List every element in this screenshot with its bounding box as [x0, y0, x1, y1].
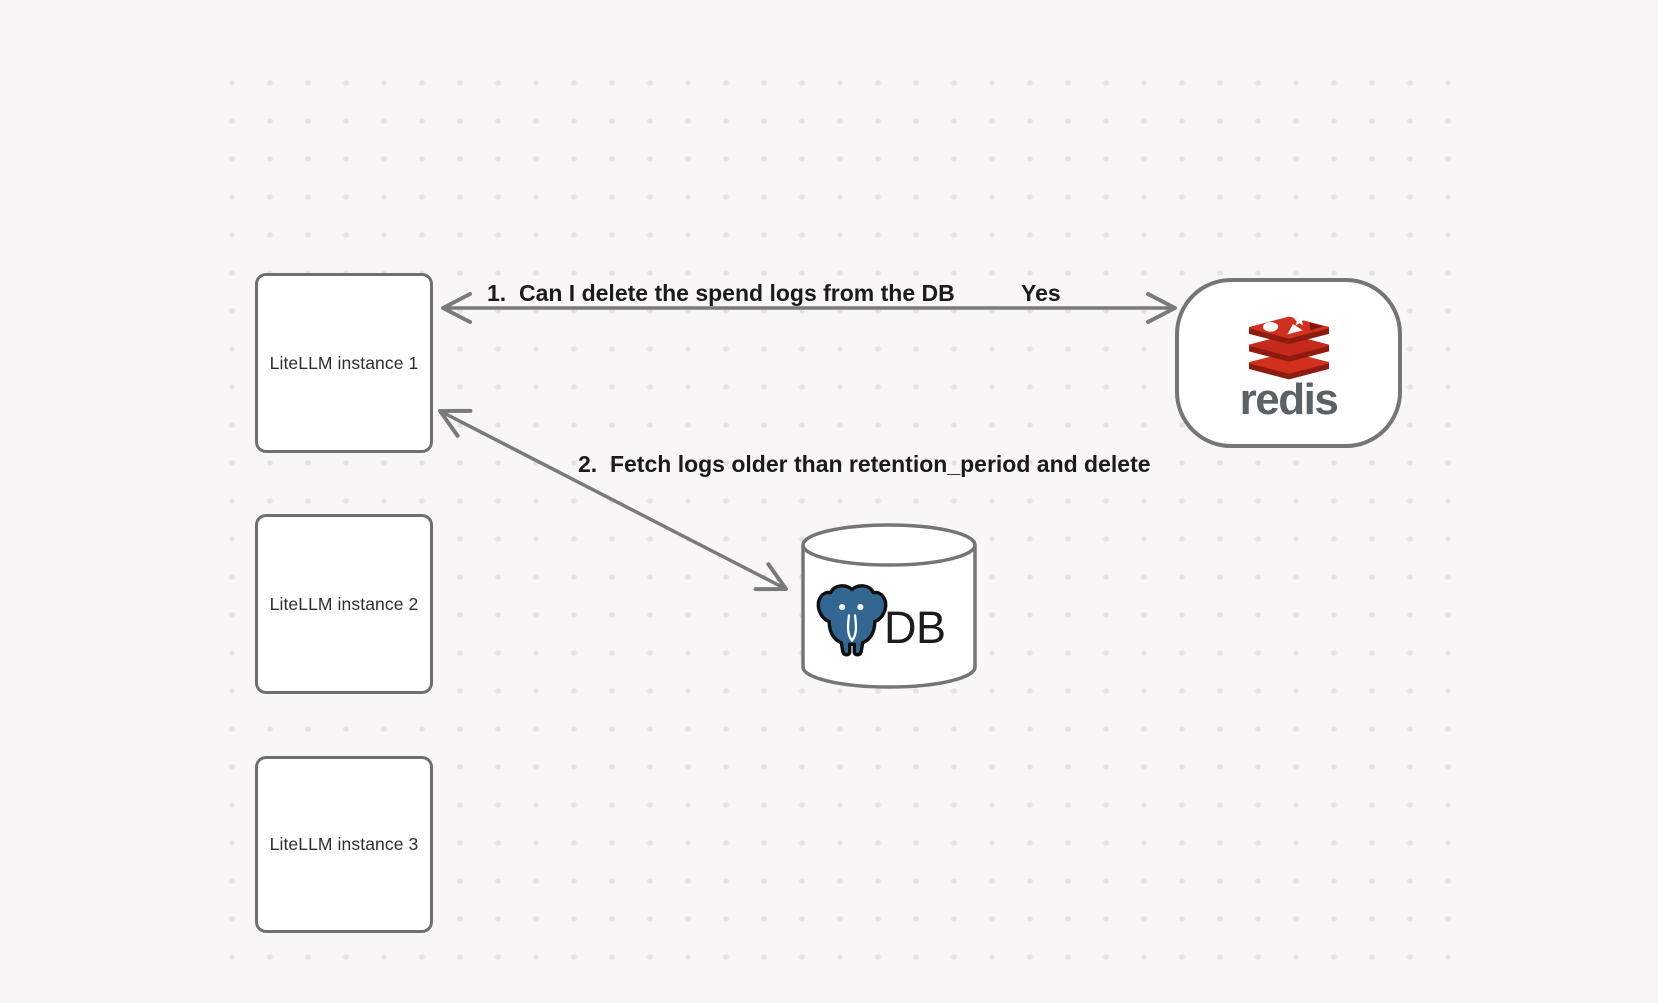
redis-logo-icon: [1248, 314, 1329, 380]
arrow1-question-label[interactable]: 1. Can I delete the spend logs from the …: [487, 280, 955, 306]
node-label: LiteLLM instance 3: [269, 834, 419, 854]
node-litellm-instance-2[interactable]: LiteLLM instance 2: [255, 514, 433, 694]
node-redis[interactable]: redis: [1175, 278, 1402, 448]
postgresql-elephant-icon: [816, 584, 888, 657]
node-label: LiteLLM instance 1: [269, 352, 419, 373]
node-database[interactable]: DB: [800, 522, 978, 690]
node-label: LiteLLM instance 2: [269, 593, 419, 614]
node-litellm-instance-3[interactable]: LiteLLM instance 3: [255, 756, 433, 933]
arrow-instance1-db[interactable]: [438, 408, 788, 592]
arrow1-answer-label[interactable]: Yes: [1021, 280, 1061, 306]
database-label: DB: [884, 602, 946, 653]
node-litellm-instance-1[interactable]: LiteLLM instance 1: [255, 273, 433, 453]
arrow2-label[interactable]: 2. Fetch logs older than retention_perio…: [578, 451, 1151, 477]
redis-wordmark: redis: [1239, 375, 1339, 424]
